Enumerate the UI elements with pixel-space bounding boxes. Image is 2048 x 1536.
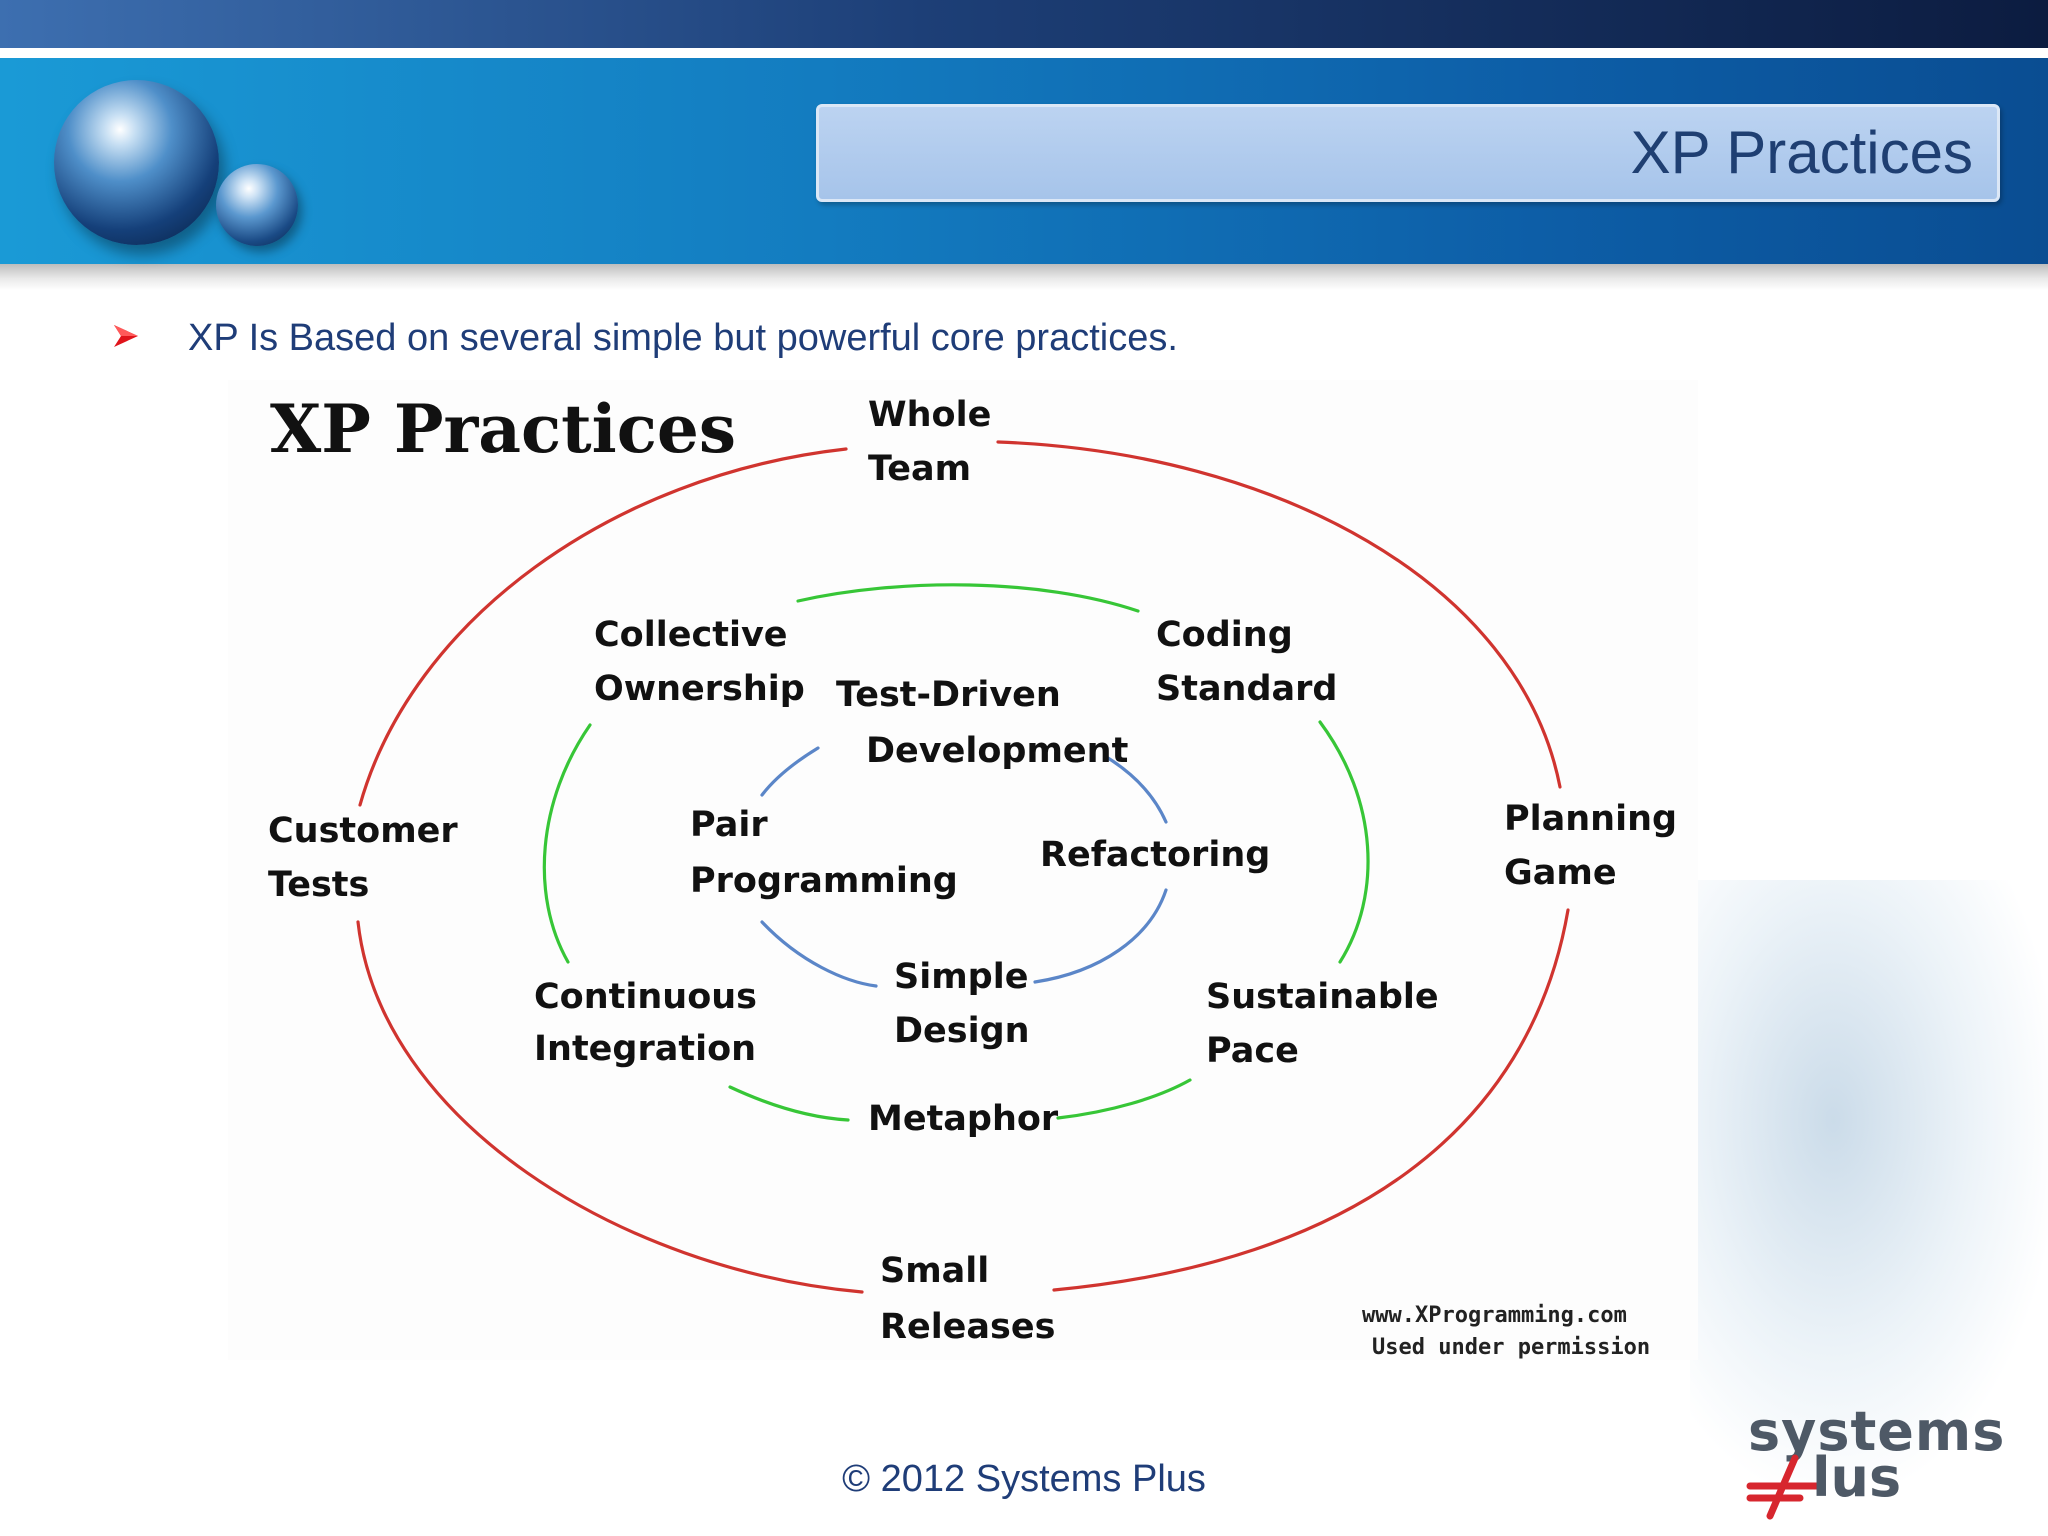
background-watermark	[1690, 880, 2048, 1480]
outer-ring-arc-top-right	[996, 440, 1562, 789]
header-rule	[0, 48, 2048, 58]
label-design: Design	[894, 1011, 1030, 1051]
middle-ring-arc-bottom-right	[1056, 1078, 1192, 1120]
middle-ring-arc-top	[796, 583, 1140, 613]
outer-ring-arc-bottom-right	[1052, 908, 1570, 1292]
outer-ring-arc-bottom-left	[356, 920, 864, 1294]
label-customer: Customer	[268, 811, 458, 851]
slide-title: XP Practices	[1630, 119, 1973, 186]
inner-ring-arc-top-right	[1106, 756, 1168, 824]
label-planning: Planning	[1504, 799, 1677, 839]
title-box: XP Practices	[816, 104, 2000, 202]
label-programming: Programming	[690, 861, 958, 901]
diagram-panel	[228, 380, 1698, 1360]
label-whole: Whole	[868, 395, 991, 435]
globe-icon	[54, 80, 219, 245]
label-ownership: Ownership	[594, 669, 805, 709]
label-pair: Pair	[690, 805, 768, 845]
middle-ring-arc-bottom-left	[728, 1085, 850, 1122]
label-releases: Releases	[880, 1307, 1055, 1347]
middle-ring-arc-left	[542, 723, 592, 964]
inner-ring-arc-top-left	[760, 746, 820, 797]
label-collective: Collective	[594, 615, 788, 655]
inner-ring-arc-bottom-left	[760, 920, 878, 988]
label-integration: Integration	[534, 1029, 756, 1069]
label-refactoring: Refactoring	[1040, 835, 1270, 875]
systems-plus-logo: systems lus	[1740, 1400, 2004, 1520]
label-team: Team	[868, 449, 971, 489]
label-metaphor: Metaphor	[868, 1099, 1059, 1139]
top-strip	[0, 0, 2048, 48]
diagram-title: XP Practices	[270, 390, 736, 468]
credit-permission: Used under permission	[1372, 1335, 1650, 1360]
plus-icon	[1746, 1454, 1826, 1520]
label-small: Small	[880, 1251, 989, 1291]
label-tests: Tests	[268, 865, 369, 905]
label-development: Development	[866, 731, 1128, 771]
label-test-driven: Test-Driven	[836, 675, 1061, 715]
middle-ring-arc-right	[1318, 720, 1370, 964]
label-coding: Coding	[1156, 615, 1293, 655]
label-standard: Standard	[1156, 669, 1337, 709]
logo-text-systems: systems	[1748, 1400, 2006, 1463]
small-globe-icon	[216, 164, 298, 246]
bullet-arrow-icon	[114, 325, 138, 347]
inner-ring-arc-bottom-right	[1033, 888, 1168, 984]
label-continuous: Continuous	[534, 977, 757, 1017]
label-game: Game	[1504, 853, 1617, 893]
header-shadow	[0, 264, 2048, 290]
footer-copyright: © 2012 Systems Plus	[842, 1458, 1206, 1500]
credit-url: www.XProgramming.com	[1362, 1303, 1627, 1328]
label-simple: Simple	[894, 957, 1028, 997]
bullet-text: XP Is Based on several simple but powerf…	[188, 317, 1178, 359]
logo-text-plus: lus	[1812, 1446, 1902, 1509]
label-pace: Pace	[1206, 1031, 1299, 1071]
label-sustainable: Sustainable	[1206, 977, 1439, 1017]
outer-ring-arc-top-left	[358, 447, 848, 807]
